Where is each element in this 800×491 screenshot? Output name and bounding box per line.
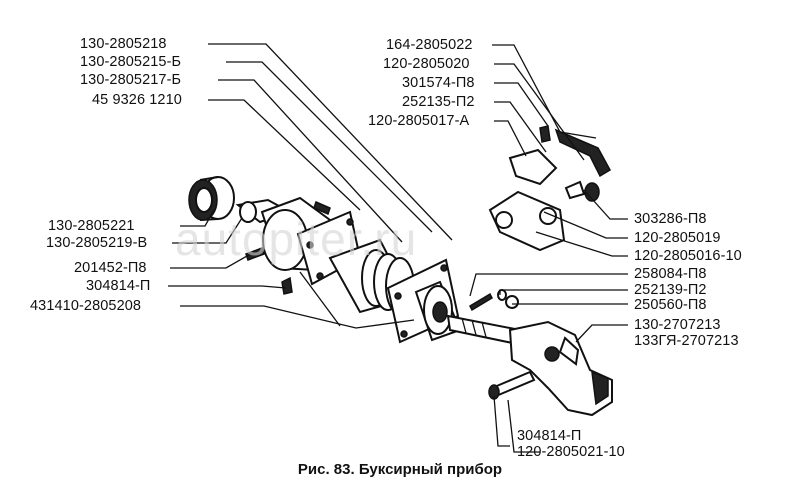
label-45-9326-1210: 45 9326 1210 bbox=[92, 92, 182, 108]
figure-caption: Рис. 83. Буксирный прибор bbox=[297, 461, 503, 478]
label-304814-p-bottom: 304814-П bbox=[517, 428, 582, 444]
label-303286-p8: 303286-П8 bbox=[634, 211, 707, 227]
label-130-2805218: 130-2805218 bbox=[80, 36, 167, 52]
latch-assembly-part bbox=[488, 125, 612, 252]
label-304814-p-left: 304814-П bbox=[86, 278, 151, 294]
label-130-2707213: 130-2707213 bbox=[634, 317, 721, 333]
label-201452-p8: 201452-П8 bbox=[74, 260, 147, 276]
label-164-2805022: 164-2805022 bbox=[386, 37, 473, 53]
label-120-2805016-10: 120-2805016-10 bbox=[634, 248, 742, 264]
label-130-2805217-b: 130-2805217-Б bbox=[80, 72, 182, 88]
watermark-text: autopiter.ru bbox=[175, 213, 418, 265]
label-130-2805221: 130-2805221 bbox=[48, 218, 135, 234]
tow-hook-part bbox=[508, 320, 613, 417]
label-252139-p2: 252139-П2 bbox=[634, 282, 707, 298]
label-130-2805215-b: 130-2805215-Б bbox=[80, 54, 182, 70]
label-252135-p2: 252135-П2 bbox=[402, 94, 475, 110]
label-130-2805219-v: 130-2805219-В bbox=[46, 235, 148, 251]
label-258084-p8: 258084-П8 bbox=[634, 266, 707, 282]
leader-lines bbox=[168, 43, 628, 453]
label-120-2805020: 120-2805020 bbox=[383, 56, 470, 72]
rubber-bushing-part bbox=[188, 176, 235, 221]
label-431410-2805208: 431410-2805208 bbox=[30, 298, 142, 314]
label-133gya-2707213: 133ГЯ-2707213 bbox=[634, 333, 739, 349]
label-120-2805019: 120-2805019 bbox=[634, 230, 721, 246]
label-301574-p8: 301574-П8 bbox=[402, 75, 475, 91]
label-250560-p8: 250560-П8 bbox=[634, 297, 707, 313]
label-120-2805017-a: 120-2805017-А bbox=[368, 113, 470, 129]
label-120-2805021-10: 120-2805021-10 bbox=[517, 444, 625, 460]
